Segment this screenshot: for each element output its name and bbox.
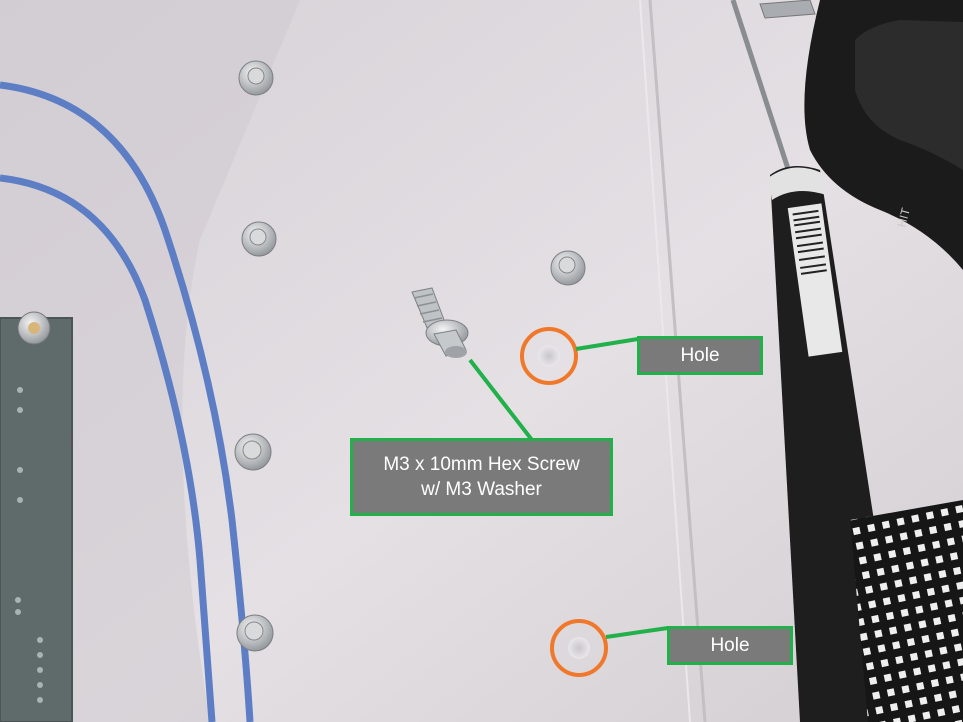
hole-highlight-ring bbox=[520, 327, 578, 385]
mounted-screw bbox=[241, 221, 277, 257]
mounted-screw bbox=[234, 433, 272, 471]
barcode-sticker bbox=[787, 203, 843, 357]
hole-highlight-ring bbox=[550, 619, 608, 677]
screw-callout-line-1: M3 x 10mm Hex Screw bbox=[383, 454, 580, 475]
svg-text:HIT: HIT bbox=[894, 206, 913, 229]
mounting-hole bbox=[568, 637, 590, 659]
mounted-screw bbox=[238, 60, 274, 96]
screw-callout-label: M3 x 10mm Hex Screw w/ M3 Washer bbox=[350, 438, 613, 516]
barcode-icon bbox=[792, 209, 827, 275]
loose-screw-top bbox=[759, 0, 816, 19]
screw-callout-line-2: w/ M3 Washer bbox=[421, 479, 542, 500]
hole-callout-label: Hole bbox=[637, 336, 763, 375]
mounted-screw bbox=[236, 614, 274, 652]
leader-line-hole-2 bbox=[605, 626, 669, 639]
leader-line-screw bbox=[468, 358, 534, 442]
screwdriver-shaft bbox=[730, 0, 793, 176]
mounted-screw bbox=[550, 250, 586, 286]
hex-screw-with-washer bbox=[411, 287, 469, 358]
screwdriver-grip bbox=[850, 500, 963, 722]
board-pins bbox=[15, 387, 43, 703]
blue-cable-inner bbox=[0, 174, 216, 722]
circuit-board bbox=[0, 318, 72, 722]
leader-line-hole-1 bbox=[575, 337, 639, 351]
panel-shadow bbox=[0, 0, 300, 722]
hole-callout-label: Hole bbox=[667, 626, 793, 665]
mounting-hole bbox=[538, 345, 560, 367]
